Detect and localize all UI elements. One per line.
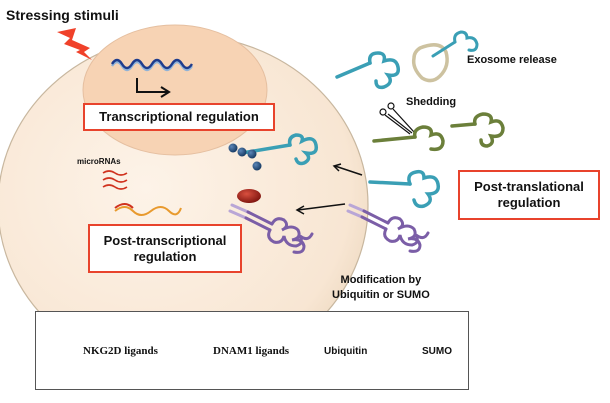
post-translational-regulation-box: Post-translational regulation xyxy=(458,170,600,220)
legend-label-dnam1: DNAM1 ligands xyxy=(213,345,290,357)
nkg2d-exosome xyxy=(431,30,479,58)
internalization-arrow-2 xyxy=(295,203,346,215)
transcriptional-regulation-box: Transcriptional regulation xyxy=(83,103,275,131)
exosome-release-label: Exosome release xyxy=(467,54,557,66)
transcription-arrow-icon xyxy=(136,78,171,98)
micrornas-label: microRNAs xyxy=(77,157,121,166)
post-transcriptional-line1: Post-transcriptional xyxy=(103,232,227,248)
post-translational-line2: regulation xyxy=(497,195,561,210)
legend-label-ubiquitin: Ubiquitin xyxy=(324,346,368,357)
modification-line2: Ubiquitin or SUMO xyxy=(332,288,430,301)
internalization-arrow-1 xyxy=(332,163,363,176)
dna-icon xyxy=(110,58,194,72)
scissors-icon xyxy=(379,102,415,135)
modification-line1: Modification by xyxy=(340,274,422,286)
lightning-icon xyxy=(57,28,92,60)
microrna-icon xyxy=(102,170,128,190)
post-transcriptional-regulation-box: Post-transcriptional regulation xyxy=(88,224,242,273)
mrna-icon xyxy=(114,203,182,216)
dnam1-internal xyxy=(228,203,314,254)
nucleus xyxy=(82,24,268,156)
post-transcriptional-line2: regulation xyxy=(133,248,197,264)
modification-label: Modification by Ubiquitin or SUMO xyxy=(332,273,430,303)
shed-ligand-membrane xyxy=(372,125,445,152)
stressing-stimuli-label: Stressing stimuli xyxy=(6,7,119,23)
legend xyxy=(35,311,469,390)
dnam1-surface xyxy=(346,203,430,253)
ubiquitin-chain xyxy=(228,143,262,171)
legend-label-sumo: SUMO xyxy=(422,346,452,357)
sumo xyxy=(237,189,261,203)
nkg2d-surface xyxy=(368,169,441,209)
nkg2d-membrane xyxy=(335,51,401,90)
transcriptional-regulation-label: Transcriptional regulation xyxy=(99,109,259,125)
shedding-label: Shedding xyxy=(406,96,457,108)
post-translational-line1: Post-translational xyxy=(474,179,584,195)
shed-ligand-free xyxy=(450,112,505,148)
legend-label-nkg2d: NKG2D ligands xyxy=(83,345,158,357)
